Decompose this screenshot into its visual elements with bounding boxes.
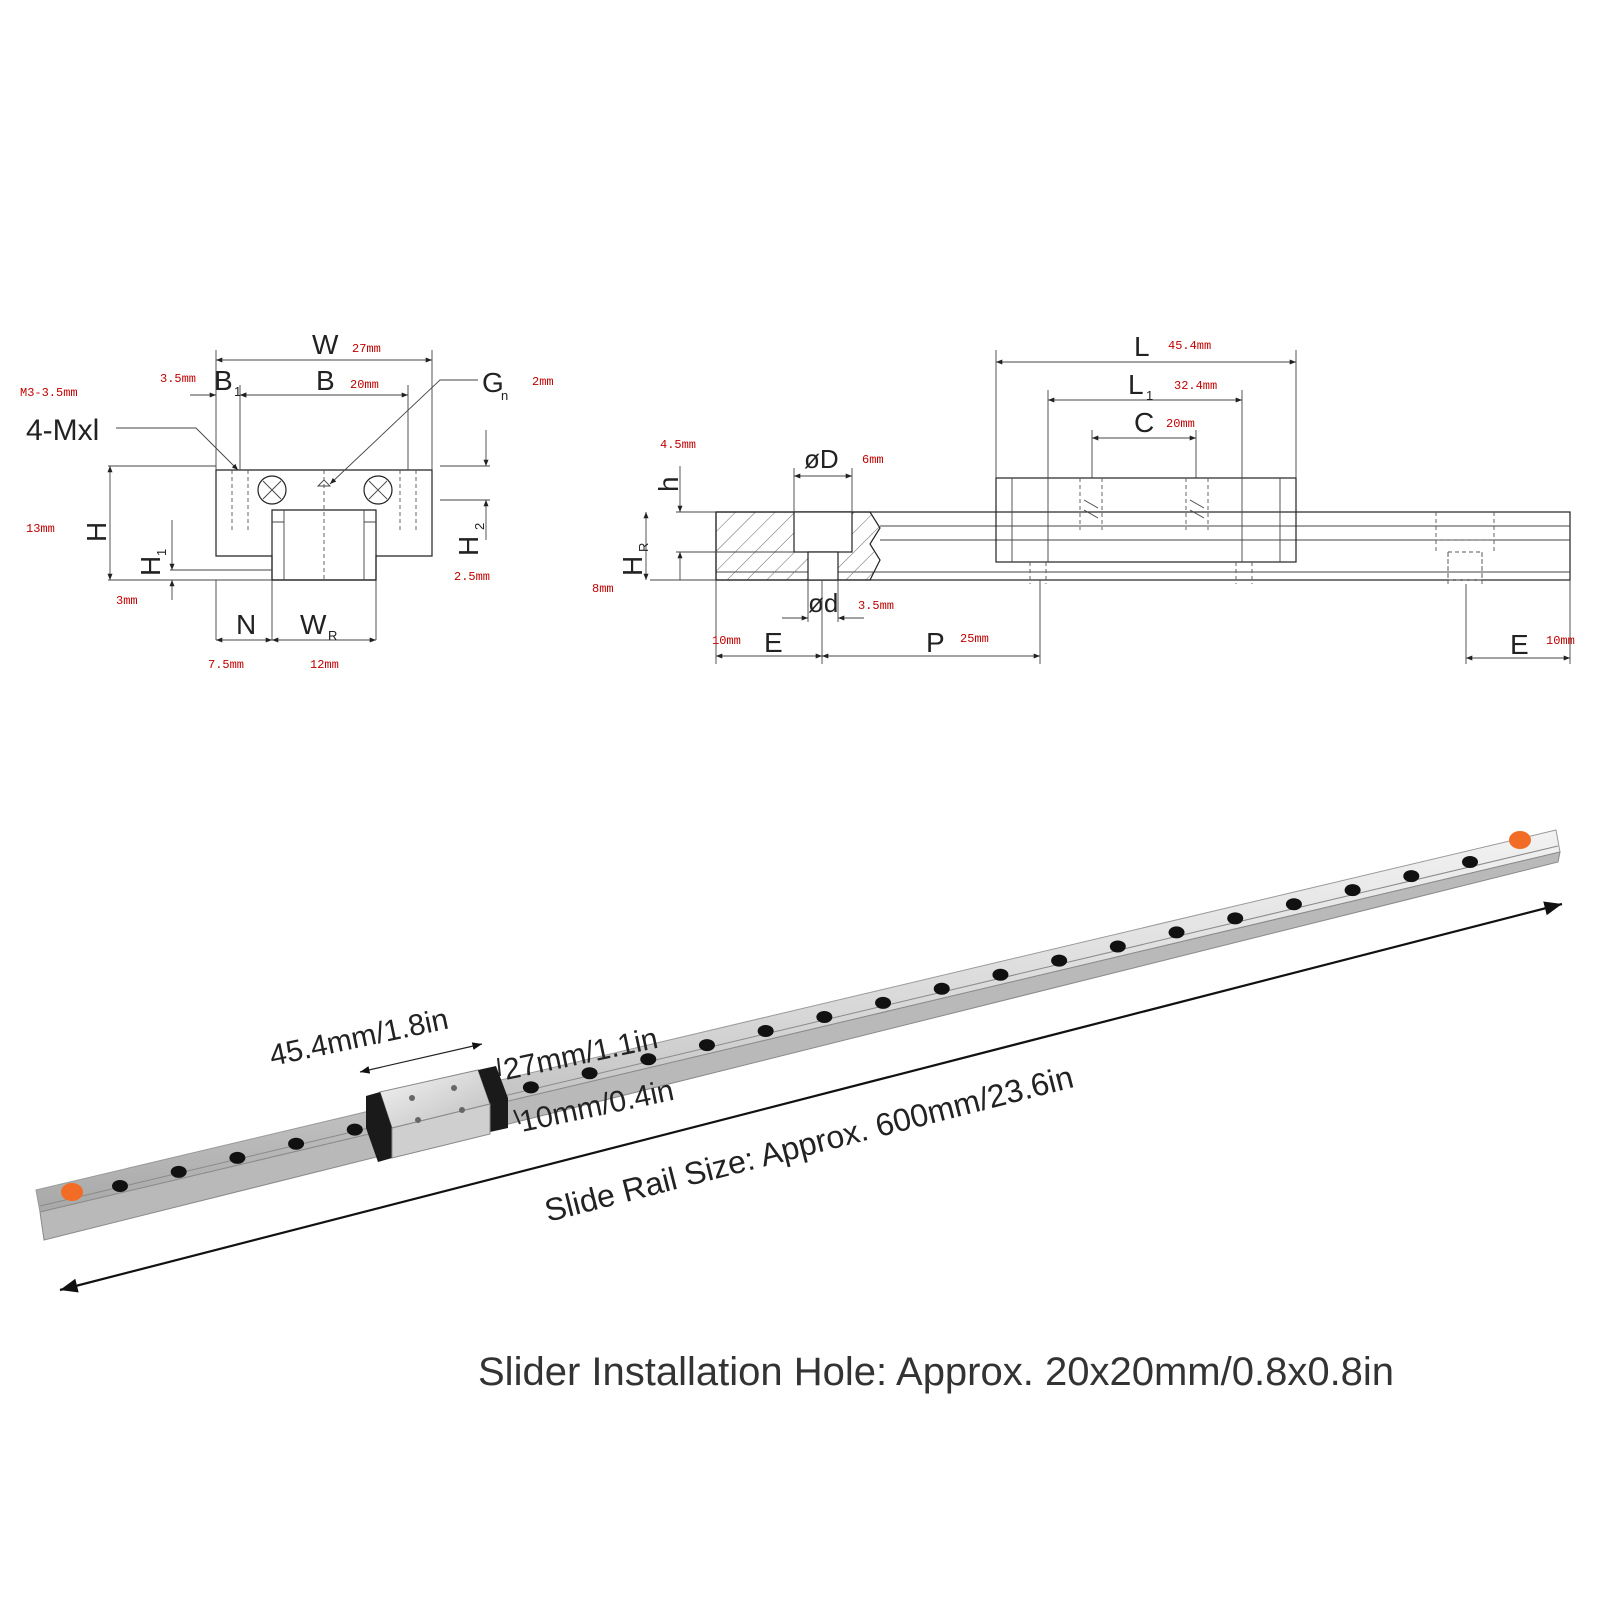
- end-cap-left: [61, 1183, 83, 1201]
- P-letter: P: [926, 627, 945, 658]
- h-value: 4.5mm: [660, 438, 696, 452]
- caption: Slider Installation Hole: Approx. 20x20m…: [478, 1350, 1395, 1394]
- L-letter: L: [1134, 331, 1150, 362]
- rail-hole: [1285, 898, 1302, 911]
- H2-sub: 2: [472, 523, 487, 530]
- WR-sub: R: [328, 628, 337, 643]
- N-value: 7.5mm: [208, 658, 244, 672]
- ball-right: [363, 475, 393, 505]
- ball-left: [257, 475, 287, 505]
- mxl-label: 4-Mxl: [26, 414, 99, 447]
- rail-hole: [875, 996, 892, 1009]
- side-view: L 45.4mm L 1 32.4mm C 20mm h 4.5mm H R 8…: [592, 331, 1575, 664]
- rail-hole: [288, 1137, 305, 1150]
- h-letter: h: [653, 476, 684, 492]
- HR-value: 8mm: [592, 582, 614, 596]
- WR-value: 12mm: [310, 658, 339, 672]
- rail-hole: [1227, 912, 1244, 925]
- H1-sub: 1: [154, 549, 169, 556]
- B-letter: B: [316, 365, 335, 396]
- rail-hole: [1344, 884, 1361, 897]
- rail-hole: [1051, 954, 1068, 967]
- rail-hole: [992, 968, 1009, 981]
- rail-hole: [757, 1025, 774, 1038]
- B1-value: 3.5mm: [160, 372, 196, 386]
- rail-hole: [1109, 940, 1126, 953]
- L-value: 45.4mm: [1168, 339, 1211, 353]
- Gn-sub: n: [501, 388, 508, 403]
- H1-letter: H: [135, 556, 166, 576]
- H1-value: 3mm: [116, 594, 138, 608]
- E-right-letter: E: [1510, 629, 1529, 660]
- B1-sub: 1: [234, 384, 241, 399]
- cross-section-view: W 27mm B 20mm B 1 3.5mm G n 2mm 4-Mxl M3…: [20, 329, 554, 672]
- end-cap-right: [1509, 831, 1531, 849]
- d-letter: ød: [808, 588, 838, 618]
- D-value: 6mm: [862, 453, 884, 467]
- rail-hole: [229, 1151, 246, 1164]
- rail-length-arrow: [59, 901, 1563, 1293]
- P-value: 25mm: [960, 632, 989, 646]
- rail-hole: [522, 1081, 539, 1094]
- L1-letter: L: [1128, 369, 1144, 400]
- D-letter: øD: [804, 444, 839, 474]
- WR-letter: W: [300, 609, 327, 640]
- H-letter: H: [81, 522, 112, 542]
- E-left-letter: E: [764, 627, 783, 658]
- side-carriage: [995, 477, 1297, 563]
- rail-hole: [698, 1039, 715, 1052]
- HR-letter: H: [617, 556, 648, 576]
- HR-sub: R: [636, 543, 651, 552]
- rail-hole: [112, 1180, 128, 1192]
- mxl-value: M3-3.5mm: [20, 386, 78, 400]
- Gn-letter: G: [482, 367, 504, 398]
- C-value: 20mm: [1166, 417, 1195, 431]
- N-letter: N: [236, 609, 256, 640]
- block-length-label: 45.4mm/1.8in: [267, 1003, 452, 1073]
- rail-hole: [1462, 856, 1478, 868]
- rail-hole: [170, 1165, 187, 1178]
- d-value: 3.5mm: [858, 599, 894, 613]
- C-letter: C: [1134, 407, 1154, 438]
- E-left-value: 10mm: [712, 634, 741, 648]
- L1-sub: 1: [1146, 388, 1153, 403]
- rail-hole: [816, 1010, 833, 1023]
- W-value: 27mm: [352, 342, 381, 356]
- L1-value: 32.4mm: [1174, 379, 1217, 393]
- rail-hole: [346, 1123, 363, 1136]
- Gn-value: 2mm: [532, 375, 554, 389]
- H-value: 13mm: [26, 522, 55, 536]
- H2-value: 2.5mm: [454, 570, 490, 584]
- E-right-value: 10mm: [1546, 634, 1575, 648]
- rail-photo: 45.4mm/1.8in 27mm/1.1in 10mm/0.4in Slide…: [35, 829, 1563, 1293]
- B-value: 20mm: [350, 378, 379, 392]
- H2-letter: H: [453, 536, 484, 556]
- W-letter: W: [312, 329, 339, 360]
- B1-letter: B: [214, 365, 233, 396]
- rail-hole: [933, 982, 950, 995]
- rail-hole: [1168, 926, 1185, 939]
- rail-hole: [1403, 870, 1420, 883]
